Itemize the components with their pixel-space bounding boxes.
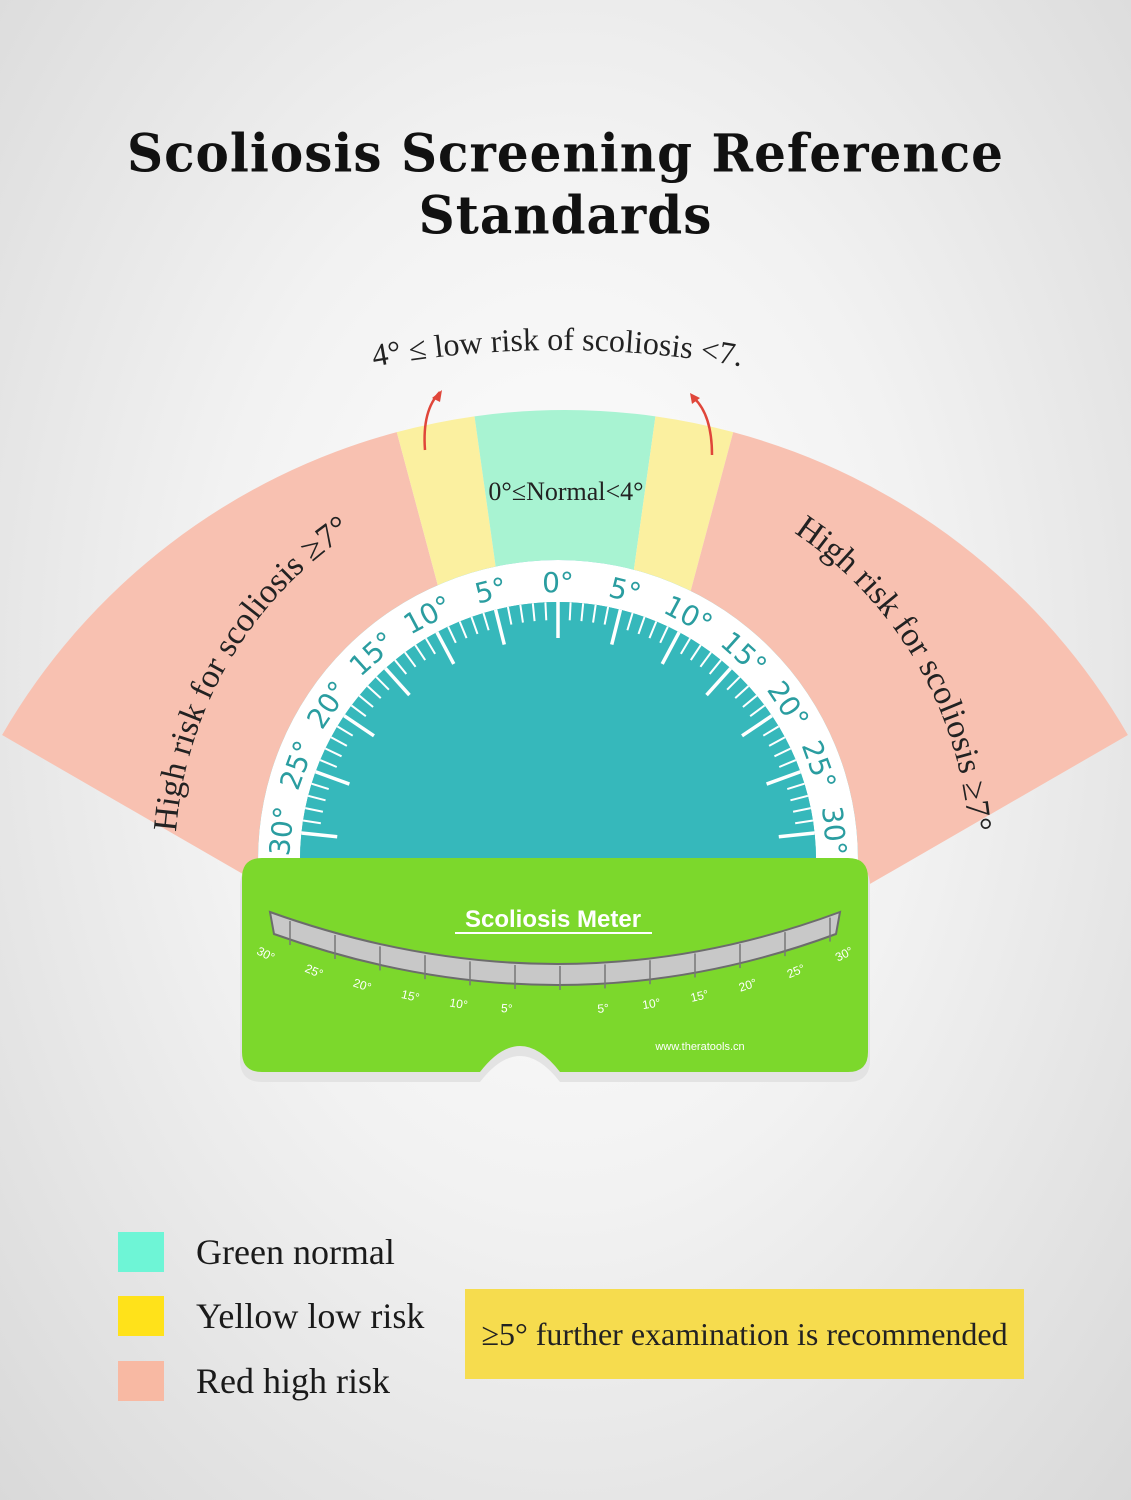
- dial-tick: [592, 604, 597, 623]
- dial-tick: [414, 644, 427, 661]
- dial-tick: [366, 685, 382, 699]
- dial-tick: [482, 612, 490, 631]
- device-scale-label: 20°: [737, 976, 759, 995]
- legend-swatch-yellow: [118, 1296, 164, 1336]
- dial-tick: [470, 616, 479, 635]
- dial-tick: [660, 631, 681, 665]
- dial-tick: [447, 626, 457, 644]
- dial-tick: [580, 603, 585, 622]
- legend-label-yellow: Yellow low risk: [196, 1296, 425, 1336]
- dial-tick: [749, 704, 766, 718]
- dial-tick: [742, 694, 758, 708]
- arrow-left-head: [432, 390, 442, 402]
- dial-tick: [343, 714, 375, 738]
- device-scale-label: 20°: [351, 976, 373, 995]
- dial-tick: [311, 782, 330, 790]
- low-risk-label: 4° ≤ low risk of scoliosis <7.: [369, 321, 746, 373]
- dial-tick: [458, 621, 468, 639]
- dial-tick: [305, 807, 324, 813]
- dial-tick: [519, 604, 524, 623]
- page-title: Scoliosis Screening Reference Standards: [127, 122, 1004, 246]
- recommendation-note: ≥5° further examination is recommended: [465, 1289, 1024, 1379]
- dial-tick: [626, 612, 634, 631]
- dial-tick: [659, 626, 669, 644]
- dial-tick: [708, 659, 722, 675]
- legend-swatch-green: [118, 1232, 164, 1272]
- dial-tick: [336, 725, 354, 737]
- risk-arrows: [423, 390, 714, 456]
- dial-tick: [301, 831, 338, 839]
- dial-tick: [766, 770, 802, 786]
- legend-swatch-red: [118, 1361, 164, 1401]
- dial-tick: [324, 747, 342, 758]
- dial-tick: [568, 602, 572, 621]
- device-scale-label: 5°: [501, 1001, 514, 1016]
- dial-tick: [435, 631, 456, 665]
- dial-tick-label: 5°: [606, 571, 645, 611]
- arrow-right-head: [690, 393, 700, 404]
- dial-tick-label: 5°: [471, 571, 510, 611]
- dial-tick: [792, 807, 811, 813]
- dial-tick: [319, 759, 338, 768]
- arrow-right: [693, 397, 714, 456]
- device-scale-label: 15°: [689, 987, 710, 1005]
- dial-tick: [648, 621, 658, 639]
- device-scale-label: 15°: [400, 987, 421, 1005]
- dial-tick: [680, 637, 691, 655]
- dial-tick-label: 30°: [263, 805, 301, 858]
- dial-tick: [531, 603, 536, 622]
- dial-tick: [762, 725, 780, 737]
- dial: 30°25°20°15°10°5°0°5°10°15°20°25°30°: [258, 560, 858, 860]
- dial-ring: [258, 560, 858, 860]
- device-name: Scoliosis Meter: [465, 906, 641, 933]
- dial-tick: [506, 606, 513, 625]
- dial-tick: [726, 676, 741, 691]
- dial-tick: [425, 637, 436, 655]
- device-scale-label: 25°: [785, 961, 807, 981]
- device-scale-label: 5°: [597, 1001, 610, 1016]
- normal-zone-label: 0°≤Normal<4°: [488, 477, 643, 506]
- device-window: [268, 910, 842, 986]
- dial-tick: [314, 770, 350, 786]
- dial-tick: [350, 704, 367, 718]
- device-scale-label: 10°: [641, 995, 661, 1012]
- dial-tick: [384, 667, 411, 697]
- dial-tick: [689, 644, 702, 661]
- dial-tick-label: 30°: [815, 805, 853, 858]
- dial-tick: [603, 606, 610, 625]
- scoliosis-meter-device: Scoliosis Meter30°25°20°15°10°5°5°10°15°…: [240, 858, 870, 1082]
- legend-label-green: Green normal: [196, 1232, 395, 1272]
- dial-tick: [778, 759, 797, 768]
- dial-tick: [741, 714, 773, 738]
- device-scale-label: 10°: [449, 995, 469, 1012]
- dial-tick: [786, 782, 805, 790]
- dial-tick: [637, 616, 646, 635]
- dial-tick: [394, 659, 408, 675]
- dial-tick: [302, 819, 321, 825]
- dial-tick: [610, 609, 623, 646]
- dial-tick: [358, 694, 374, 708]
- dial-tick: [544, 602, 548, 621]
- dial-tick: [790, 794, 809, 802]
- dial-tick: [734, 685, 750, 699]
- device-url: www.theratools.cn: [654, 1041, 744, 1053]
- dial-tick: [307, 794, 326, 802]
- low-risk-label-path: 4° ≤ low risk of scoliosis <7.: [369, 321, 746, 373]
- dial-tick: [699, 651, 712, 668]
- dial-tick: [375, 676, 390, 691]
- dial-tick: [774, 747, 792, 758]
- dial-tick: [795, 819, 814, 825]
- legend-label-red: Red high risk: [196, 1361, 390, 1401]
- dial-tick-label: 0°: [542, 566, 574, 599]
- dial-tick: [705, 667, 732, 697]
- dial-tick: [404, 651, 417, 668]
- dial-tick: [778, 831, 815, 839]
- device-scale-label: 25°: [303, 961, 325, 981]
- dial-tick: [330, 736, 348, 747]
- dial-tick: [493, 609, 506, 646]
- dial-tick: [768, 736, 786, 747]
- dial-face: [300, 602, 816, 860]
